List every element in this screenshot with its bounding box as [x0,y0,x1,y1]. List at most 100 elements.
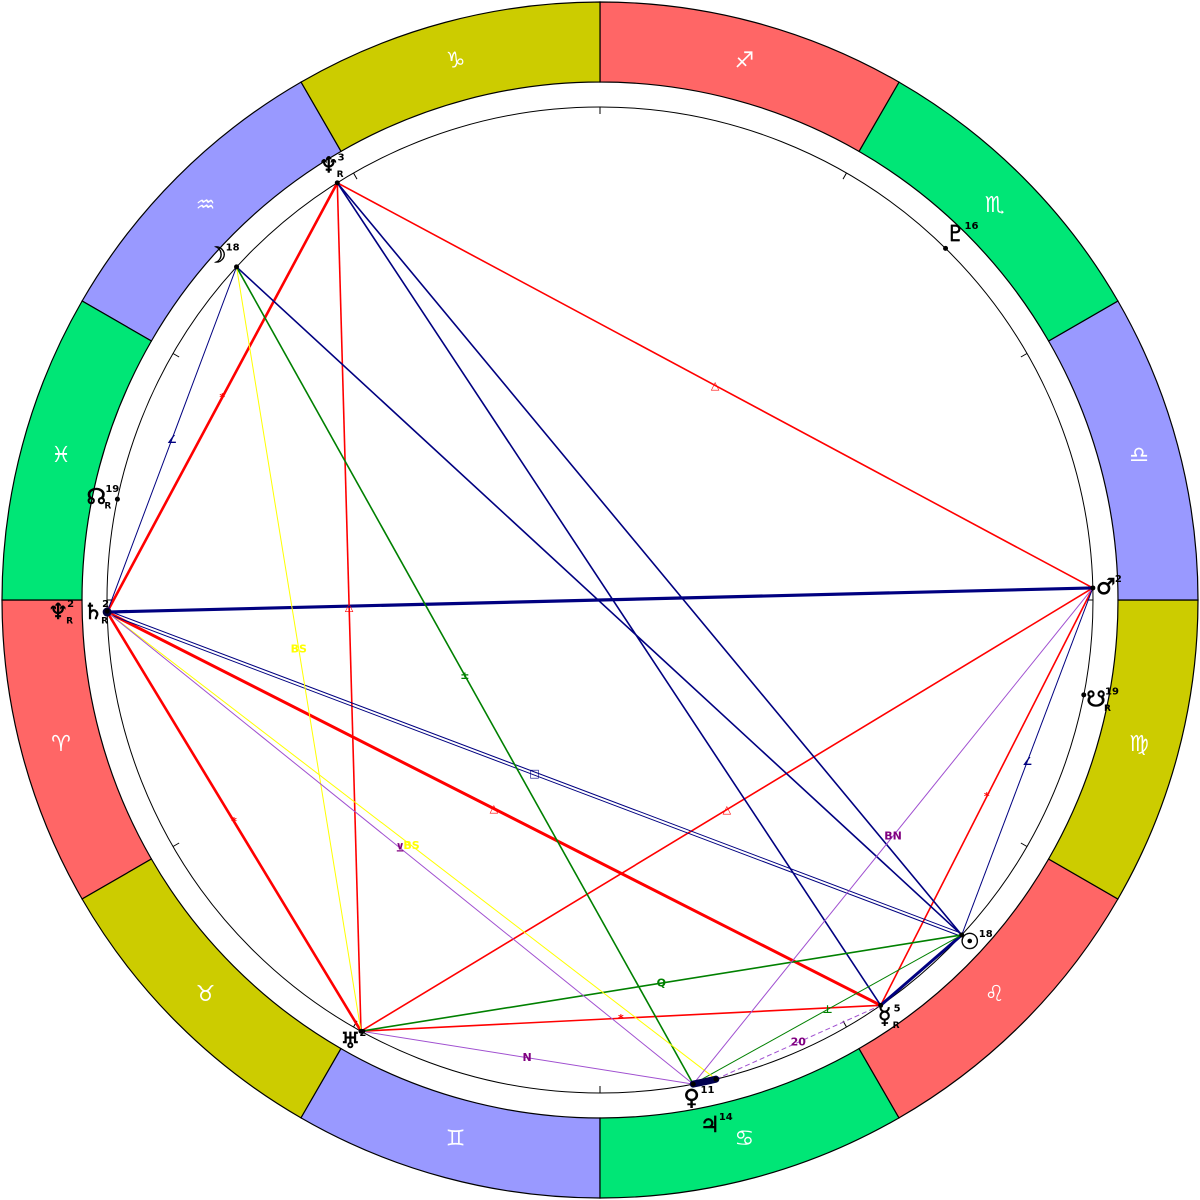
aspect-line-saturn-sun [106,612,962,937]
aspect-label-neptune-mars: △ [711,379,720,392]
venus-point [690,1081,696,1087]
aspect-label-venus-sun: ⊥ [822,1003,832,1016]
mercury-degree: 5 [894,1004,901,1015]
aspect-line-mars-sun [961,587,1094,936]
venus-degree: 11 [701,1085,715,1096]
sign-segment-capricorn [300,1,601,153]
sign-segment-pisces [1,300,153,601]
degree-tick [842,172,847,180]
pluto-degree: 16 [965,221,979,232]
mars-icon: ♂ [1096,575,1116,600]
pluto-point [943,245,949,251]
aspect-label-uranus-venus: N [522,1051,531,1064]
north-node-degree: 19 [105,484,119,495]
trident-retrograde-marker: R [66,616,73,626]
cancer-icon: ♋ [735,1126,755,1151]
aspect-line-saturn-jupiter [106,611,717,1080]
aspect-line-neptune-saturn [106,182,339,613]
aspect-label-mars-sun: ∠ [1022,755,1032,768]
south-node-icon: ☋ [1086,688,1106,713]
aspect-line-saturn-mercury [106,610,882,1007]
taurus-icon: ♉ [196,982,216,1007]
libra-icon: ♎ [1129,443,1149,468]
sagittarius-icon: ♐ [735,49,755,74]
degree-tick [353,172,358,180]
aspect-line-saturn-uranus [106,611,363,1032]
aspect-label-moon-saturn: ∠ [167,433,177,446]
saturn-retrograde-marker: R [101,616,108,626]
saturn-icon: ♄ [83,600,103,625]
virgo-icon: ♍ [1129,732,1149,757]
aspect-label-neptune-saturn: * [219,391,225,404]
moon-degree: 18 [226,243,240,254]
aspect-label-jupiter-mercury: 20 [791,1036,807,1049]
aspect-label-uranus-mars: △ [723,803,732,816]
aspect-line-uranus-venus [360,1030,694,1085]
trident-icon: ♆ [48,600,68,625]
sign-segment-cancer [599,1047,900,1199]
degree-tick [172,842,180,847]
saturn-degree: 2 [102,599,109,610]
neptune-icon: ♆ [319,153,339,178]
aspect-line-uranus-sun [360,934,962,1032]
aspect-line-saturn-venus [106,611,694,1085]
aspect-line-jupiter-mercury [715,1004,881,1080]
aspect-line-moon-sun [235,266,963,936]
trident-point [104,608,110,614]
south-node-degree: 19 [1105,687,1119,698]
aspect-line-moon-uranus [236,266,362,1032]
aries-icon: ♈ [51,732,71,757]
north-node-icon: ☊ [87,485,107,510]
aspect-label-saturn-venus: ⊻ [396,842,405,855]
aspect-label-mars-mercury: * [984,790,990,803]
aspect-line-sun-mercury [879,933,963,1007]
uranus-icon: ♅ [340,1029,360,1054]
mercury-retrograde-marker: R [893,1021,900,1031]
south-node-retrograde-marker: R [1104,704,1111,714]
aspect-line-uranus-mercury [360,1004,881,1032]
south-node-point [1081,692,1087,698]
aspect-label-saturn-jupiter: BS [403,839,419,852]
aspect-line-neptune-sun [336,182,963,936]
neptune-degree: 3 [338,152,345,163]
aspect-label-mars-venus: BN [884,830,902,843]
sign-segment-libra [1047,300,1199,601]
north-node-retrograde-marker: R [104,502,111,512]
gemini-icon: ♊ [446,1126,466,1151]
degree-tick [1020,842,1028,847]
trident-degree: 2 [67,599,74,610]
aspect-line-venus-sun [692,934,962,1085]
planet-labels: ☉18☽18☿5R♀11♂2♃14♄2R♅2♆3R♆2R♇16☊19R☋19R [48,152,1122,1138]
aspect-line-mars-mercury [879,587,1094,1006]
mercury-icon: ☿ [878,1005,892,1030]
aspect-label-uranus-mercury: * [618,1012,624,1025]
capricorn-icon: ♑ [446,49,466,74]
sun-point [959,932,965,938]
mars-point [1090,585,1096,591]
planet-points [102,180,1096,1088]
aspect-line-saturn-mars [107,586,1093,614]
leo-icon: ♌ [985,982,1005,1007]
neptune-retrograde-marker: R [337,170,344,180]
aquarius-icon: ♒ [196,193,216,218]
aspect-line-moon-saturn [106,266,237,613]
uranus-point [358,1028,364,1034]
degree-tick [172,353,180,358]
aspect-line-uranus-mars [360,587,1094,1032]
jupiter-icon: ♃ [700,1113,720,1138]
sun-icon: ☉ [960,930,980,955]
aspect-label-saturn-uranus: * [231,815,237,828]
aspect-lines [106,182,1094,1085]
neptune-point [334,180,340,186]
aspect-label-moon-uranus: BS [291,643,307,656]
scorpio-icon: ♏ [985,193,1005,218]
jupiter-point [713,1076,719,1082]
moon-icon: ☽ [207,244,227,269]
aspect-label-uranus-sun: Q [657,977,666,990]
sign-segment-aries [1,599,153,900]
jupiter-degree: 14 [719,1112,733,1123]
aspect-line-mars-venus [692,587,1094,1085]
aspect-label-saturn-mercury: △ [490,802,499,815]
uranus-degree: 2 [359,1028,366,1039]
